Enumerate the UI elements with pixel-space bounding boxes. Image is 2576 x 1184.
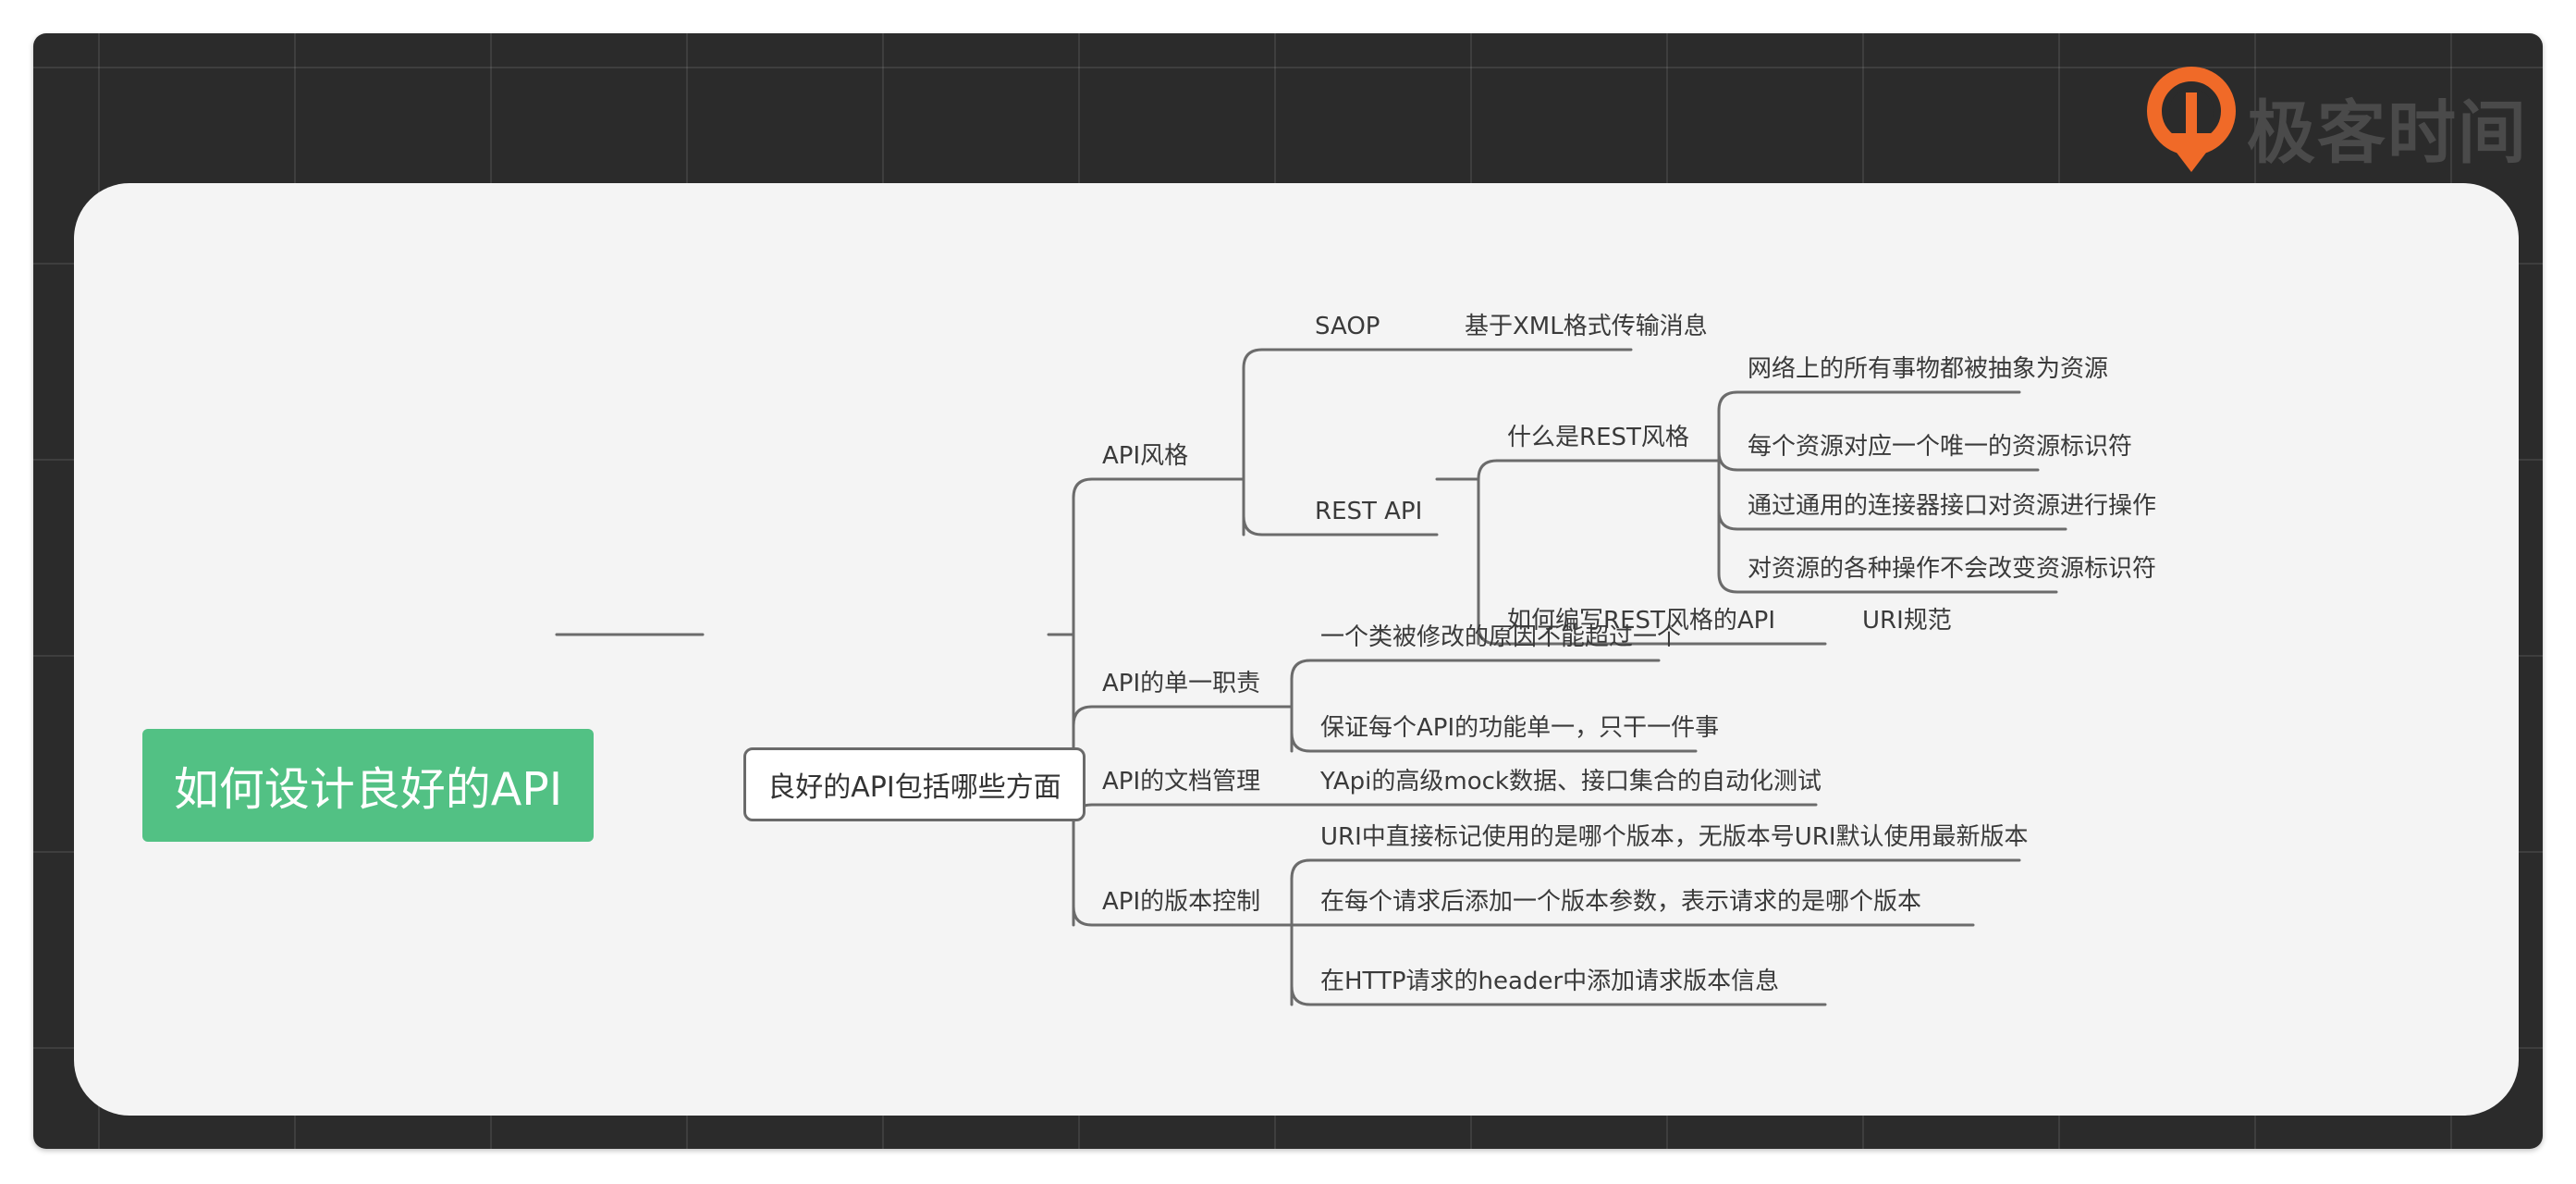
- topic-doc-management[interactable]: API的文档管理: [1102, 768, 1261, 796]
- leaf-rest-item[interactable]: 通过通用的连接器接口对资源进行操作: [1748, 492, 2157, 520]
- canvas-frame: 极客时间: [33, 33, 2543, 1149]
- brand-watermark: 极客时间: [2141, 65, 2543, 176]
- mindmap-card: 如何设计良好的API 良好的API包括哪些方面 API风格 SAOP 基于XML…: [74, 183, 2519, 1116]
- leaf-rest-item[interactable]: 每个资源对应一个唯一的资源标识符: [1748, 433, 2133, 461]
- leaf-uri-spec[interactable]: URI规范: [1862, 607, 1952, 635]
- topic-saop[interactable]: SAOP: [1315, 313, 1380, 340]
- leaf-version-item[interactable]: 在每个请求后添加一个版本参数，表示请求的是哪个版本: [1320, 888, 1922, 916]
- topic-version-control[interactable]: API的版本控制: [1102, 888, 1261, 916]
- leaf-single-item[interactable]: 一个类被修改的原因不能超过一个: [1320, 623, 1682, 651]
- leaf-single-item[interactable]: 保证每个API的功能单一，只干一件事: [1320, 714, 1720, 742]
- geektime-logo-icon: [2147, 67, 2236, 172]
- topic-what-is-rest[interactable]: 什么是REST风格: [1507, 424, 1689, 451]
- leaf-version-item[interactable]: URI中直接标记使用的是哪个版本，无版本号URI默认使用最新版本: [1320, 823, 2029, 851]
- leaf-rest-item[interactable]: 网络上的所有事物都被抽象为资源: [1748, 355, 2109, 383]
- leaf-rest-item[interactable]: 对资源的各种操作不会改变资源标识符: [1748, 555, 2157, 583]
- leaf-docs-detail[interactable]: YApi的高级mock数据、接口集合的自动化测试: [1320, 768, 1822, 796]
- leaf-saop-detail[interactable]: 基于XML格式传输消息: [1465, 313, 1708, 340]
- leaf-version-item[interactable]: 在HTTP请求的header中添加请求版本信息: [1320, 968, 1780, 995]
- topic-rest-api[interactable]: REST API: [1315, 498, 1423, 525]
- topic-how-to-write-rest[interactable]: 如何编写REST风格的API: [1507, 607, 1776, 635]
- connector-lines: [555, 348, 2067, 1006]
- root-node[interactable]: 如何设计良好的API: [142, 729, 594, 842]
- center-topic-node[interactable]: 良好的API包括哪些方面: [743, 747, 1086, 821]
- brand-name: 极客时间: [2247, 93, 2528, 173]
- topic-api-style[interactable]: API风格: [1102, 442, 1189, 470]
- topic-single-responsibility[interactable]: API的单一职责: [1102, 670, 1261, 697]
